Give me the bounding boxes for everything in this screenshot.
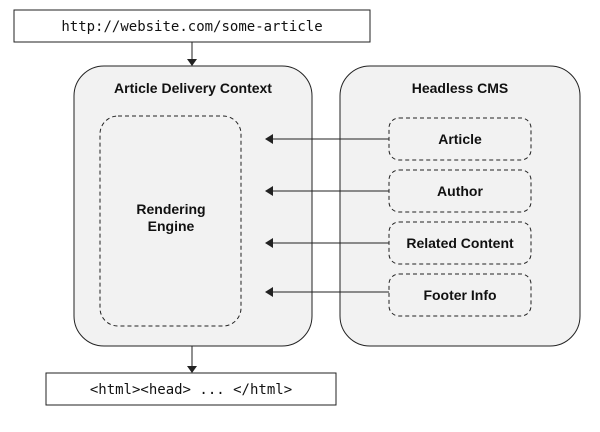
arrow-url-to-context <box>187 42 197 66</box>
rendering-engine-box <box>99 115 242 327</box>
headless-cms-title: Headless CMS <box>412 80 508 96</box>
output-box: <html><head> ... </html> <box>45 372 337 406</box>
headless-cms: Headless CMS Article Author Related Cont… <box>339 65 581 347</box>
arrow-article <box>265 134 389 144</box>
rendering-engine-line-1: Rendering <box>136 201 205 217</box>
cms-item-article: Article <box>438 131 482 147</box>
delivery-context-title: Article Delivery Context <box>114 80 272 96</box>
cms-item-footer-info-box <box>388 273 532 317</box>
cms-item-author: Author <box>437 183 483 199</box>
arrow-context-to-output <box>187 346 197 373</box>
output-text: <html><head> ... </html> <box>90 382 292 398</box>
cms-item-footer-info: Footer Info <box>423 287 496 303</box>
url-text: http://website.com/some-article <box>61 19 322 35</box>
arrow-related-content <box>265 238 389 248</box>
delivery-context: Article Delivery Context Rendering Engin… <box>73 65 313 347</box>
rendering-engine-line-2: Engine <box>148 218 195 234</box>
cms-item-related-content: Related Content <box>406 235 514 251</box>
arrow-footer-info <box>265 287 389 297</box>
arrow-author <box>265 186 389 196</box>
url-box: http://website.com/some-article <box>13 9 371 43</box>
